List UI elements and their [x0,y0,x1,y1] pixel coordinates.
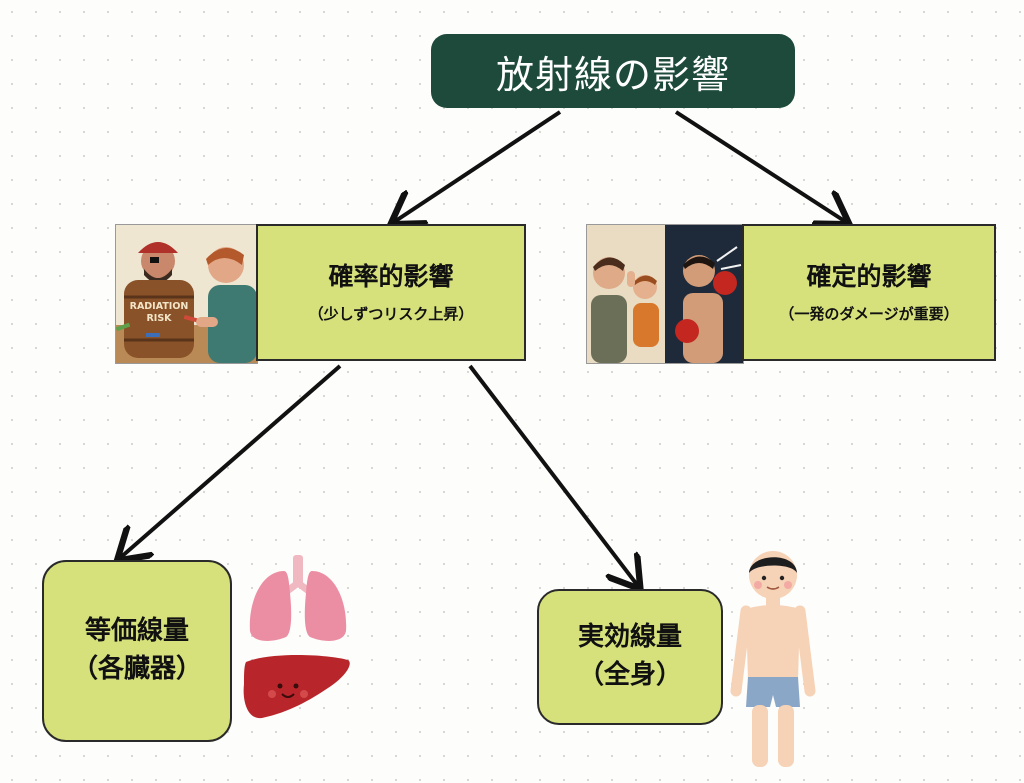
effective-dose-title: 実効線量 [577,622,682,653]
deterministic-effect-box: 確定的影響 （一発のダメージが重要） [742,224,996,361]
person-icon [728,545,818,775]
boxing-punch-illustration [586,224,744,364]
arrow-root-to-deterministic [674,110,846,222]
effective-dose-subtitle: （全身） [577,660,682,690]
root-label: 放射線の影響 [495,52,730,97]
liver-icon [240,652,354,724]
arrow-stochastic-to-effective [468,364,638,586]
stochastic-effect-title: 確率的影響 [328,262,454,292]
barrel-text-line1: RADIATION [130,301,189,312]
equivalent-dose-box: 等価線量 （各臓器） [42,560,232,742]
root-node: 放射線の影響 [431,34,795,108]
equivalent-dose-title: 等価線量 [84,616,189,647]
effective-dose-box: 実効線量 （全身） [537,589,723,725]
lungs-icon [242,553,354,645]
equivalent-dose-subtitle: （各臓器） [71,654,202,684]
barrel-game-illustration: RADIATION RISK [115,224,258,364]
stochastic-effect-subtitle: （少しずつリスク上昇） [308,304,474,323]
arrow-stochastic-to-equivalent [120,364,342,558]
arrow-root-to-stochastic [394,110,562,222]
deterministic-effect-subtitle: （一発のダメージが重要） [779,304,959,323]
barrel-text-line2: RISK [146,313,172,324]
stochastic-effect-box: 確率的影響 （少しずつリスク上昇） [256,224,526,361]
deterministic-effect-title: 確定的影響 [806,262,932,292]
